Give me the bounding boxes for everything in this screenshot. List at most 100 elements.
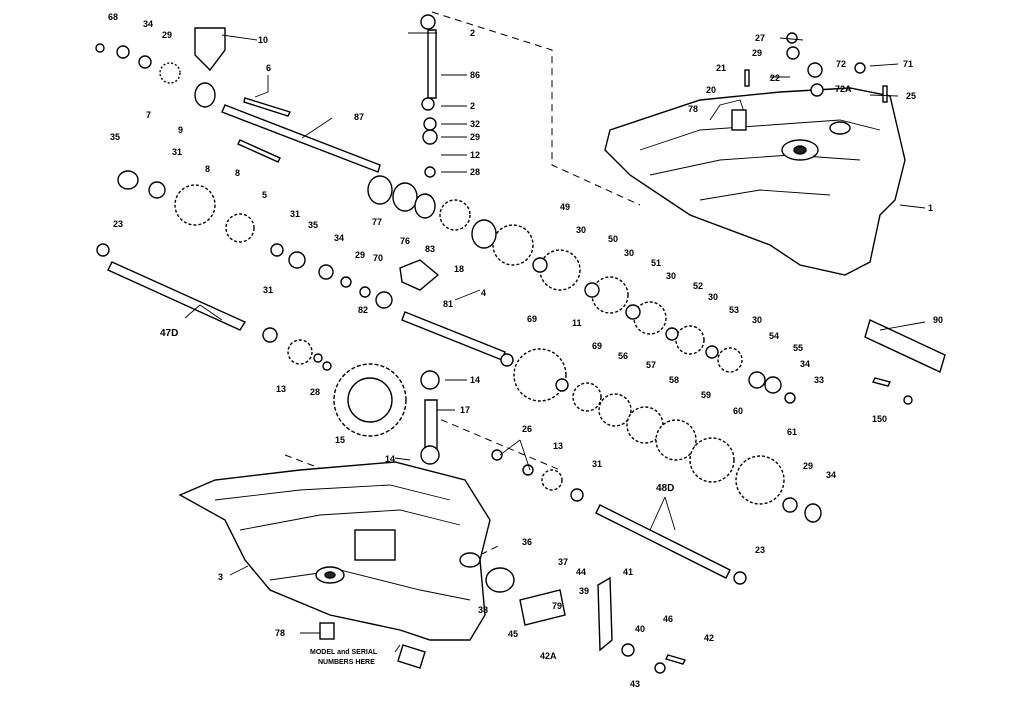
callout-10: 10 bbox=[258, 35, 268, 45]
callout-51: 51 bbox=[651, 258, 661, 268]
callout-22: 22 bbox=[770, 73, 780, 83]
leader-lines bbox=[184, 32, 926, 653]
callout-26: 26 bbox=[522, 424, 532, 434]
callout-50: 50 bbox=[608, 234, 618, 244]
callout-77: 77 bbox=[372, 217, 382, 227]
callout-29c: 29 bbox=[752, 48, 762, 58]
callout-81: 81 bbox=[443, 299, 453, 309]
callout-30e: 30 bbox=[752, 315, 762, 325]
callout-1: 1 bbox=[928, 203, 933, 213]
callout-83: 83 bbox=[425, 244, 435, 254]
callout-87: 87 bbox=[354, 112, 364, 122]
callout-44: 44 bbox=[576, 567, 586, 577]
callout-43: 43 bbox=[630, 679, 640, 689]
callout-8: 8 bbox=[205, 164, 210, 174]
callout-56: 56 bbox=[618, 351, 628, 361]
callout-71: 71 bbox=[903, 59, 913, 69]
callout-36: 36 bbox=[522, 537, 532, 547]
callout-90: 90 bbox=[933, 315, 943, 325]
callout-2b: 2 bbox=[470, 101, 475, 111]
callout-29e: 29 bbox=[803, 461, 813, 471]
callout-20: 20 bbox=[706, 85, 716, 95]
callout-23: 23 bbox=[113, 219, 123, 229]
callout-2: 2 bbox=[470, 28, 475, 38]
model-serial-note: MODEL and SERIAL NUMBERS HERE bbox=[310, 649, 378, 666]
callout-42a: 42A bbox=[540, 651, 557, 661]
callout-49: 49 bbox=[560, 202, 570, 212]
callout-59: 59 bbox=[701, 390, 711, 400]
callout-68: 68 bbox=[108, 12, 118, 22]
callout-4: 4 bbox=[481, 288, 486, 298]
callout-35b: 35 bbox=[308, 220, 318, 230]
callout-31: 31 bbox=[172, 147, 182, 157]
callout-34d: 34 bbox=[826, 470, 836, 480]
callout-35: 35 bbox=[110, 132, 120, 142]
callout-79: 79 bbox=[552, 601, 562, 611]
callout-28b: 28 bbox=[310, 387, 320, 397]
callout-58: 58 bbox=[669, 375, 679, 385]
callout-12: 12 bbox=[470, 150, 480, 160]
callout-30c: 30 bbox=[666, 271, 676, 281]
lower-housing bbox=[178, 461, 491, 641]
callout-33: 33 bbox=[814, 375, 824, 385]
callout-70: 70 bbox=[373, 253, 383, 263]
callout-53: 53 bbox=[729, 305, 739, 315]
callout-82: 82 bbox=[358, 305, 368, 315]
callout-14b: 14 bbox=[385, 454, 395, 464]
callout-45: 45 bbox=[508, 629, 518, 639]
callout-3: 3 bbox=[218, 572, 223, 582]
callout-76: 76 bbox=[400, 236, 410, 246]
callout-13: 13 bbox=[276, 384, 286, 394]
washers-bushings bbox=[95, 14, 866, 640]
callout-31c: 31 bbox=[263, 285, 273, 295]
callout-9: 9 bbox=[178, 125, 183, 135]
callout-57: 57 bbox=[646, 360, 656, 370]
callout-13b: 13 bbox=[553, 441, 563, 451]
callout-34: 34 bbox=[143, 19, 153, 29]
note-line-2: NUMBERS HERE bbox=[318, 659, 375, 666]
callout-17: 17 bbox=[460, 405, 470, 415]
callout-78b: 78 bbox=[275, 628, 285, 638]
callout-39: 39 bbox=[579, 586, 589, 596]
callout-37: 37 bbox=[558, 557, 568, 567]
callout-25: 25 bbox=[906, 91, 916, 101]
callout-32: 32 bbox=[470, 119, 480, 129]
callout-150: 150 bbox=[872, 414, 887, 424]
callout-21: 21 bbox=[716, 63, 726, 73]
callout-5: 5 bbox=[262, 190, 267, 200]
callout-34b: 34 bbox=[334, 233, 344, 243]
callout-30d: 30 bbox=[708, 292, 718, 302]
callout-86: 86 bbox=[470, 70, 480, 80]
callout-31d: 31 bbox=[592, 459, 602, 469]
callout-41: 41 bbox=[623, 567, 633, 577]
callout-27: 27 bbox=[755, 33, 765, 43]
callout-11: 11 bbox=[572, 318, 582, 328]
callout-72a: 72A bbox=[835, 84, 852, 94]
callout-48d: 48D bbox=[656, 483, 674, 494]
callout-18: 18 bbox=[454, 264, 464, 274]
callout-47d: 47D bbox=[160, 328, 178, 339]
callout-55: 55 bbox=[793, 343, 803, 353]
callout-7: 7 bbox=[146, 110, 151, 120]
callout-29: 29 bbox=[162, 30, 172, 40]
callout-38: 38 bbox=[478, 605, 488, 615]
callout-54: 54 bbox=[769, 331, 779, 341]
callout-52: 52 bbox=[693, 281, 703, 291]
callout-8b: 8 bbox=[235, 168, 240, 178]
callout-15: 15 bbox=[335, 435, 345, 445]
callout-14: 14 bbox=[470, 375, 480, 385]
callout-29b: 29 bbox=[470, 132, 480, 142]
small-hardware bbox=[194, 27, 913, 674]
gears bbox=[159, 62, 785, 505]
upper-housing bbox=[604, 87, 906, 276]
callout-6: 6 bbox=[266, 63, 271, 73]
callout-29d: 29 bbox=[355, 250, 365, 260]
callout-60: 60 bbox=[733, 406, 743, 416]
callout-69b: 69 bbox=[592, 341, 602, 351]
note-line-1: MODEL and SERIAL bbox=[310, 649, 378, 656]
shafts bbox=[107, 29, 946, 579]
callout-42: 42 bbox=[704, 633, 714, 643]
callout-40: 40 bbox=[635, 624, 645, 634]
callout-61: 61 bbox=[787, 427, 797, 437]
